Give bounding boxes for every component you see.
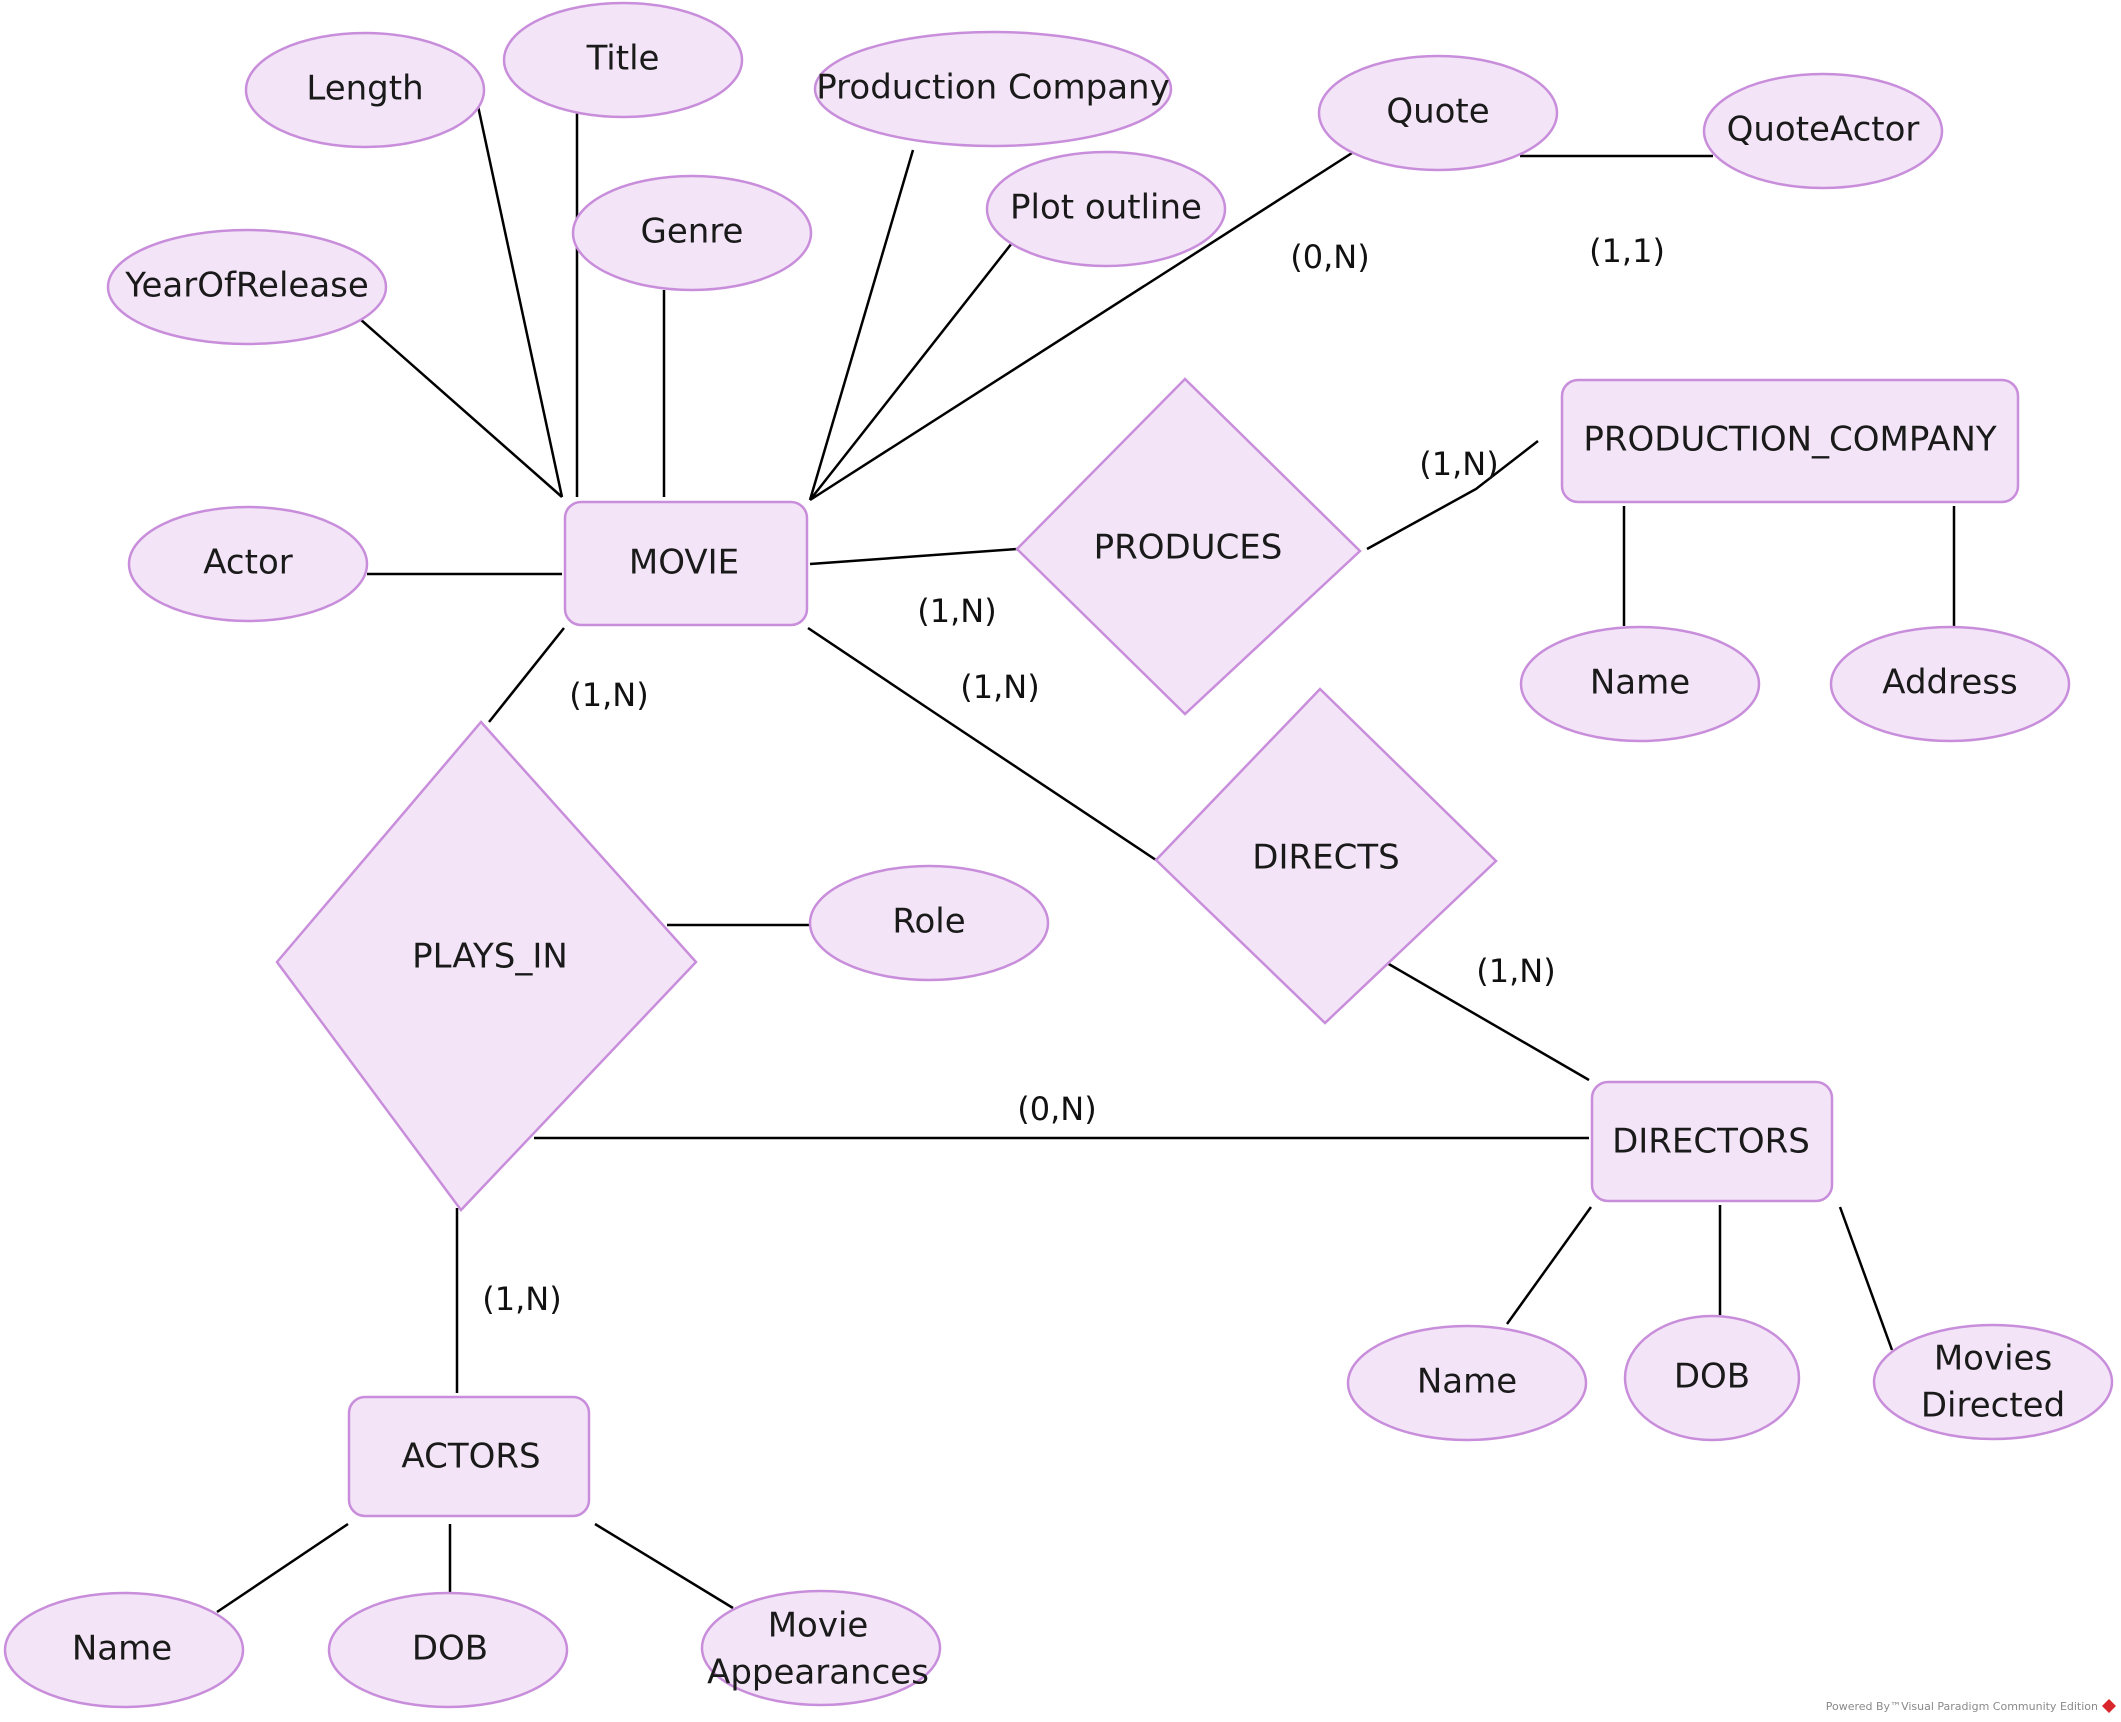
cardinality-plays-in-actor: (1,N) (482, 1280, 561, 1318)
relationship-plays-in-label: PLAYS_IN (412, 937, 568, 977)
line-produces-company (1366, 440, 1539, 551)
entity-directors-label: DIRECTORS (1612, 1122, 1810, 1162)
entity-actors: ACTORS (347, 1395, 591, 1518)
line-directors-movies (1838, 1206, 1894, 1351)
line-directs-directors (1386, 961, 1590, 1082)
attribute-production-company-label: Production Company (816, 68, 1169, 108)
entity-production-company-label: PRODUCTION_COMPANY (1583, 420, 1997, 460)
cardinality-directs-director: (1,N) (1476, 952, 1555, 990)
attribute-actor-label: Actor (203, 543, 292, 583)
attribute-genre-label: Genre (641, 212, 744, 252)
attribute-plot-outline-label: Plot outline (1010, 188, 1202, 228)
attribute-movies-directed-line1: Movies (1934, 1339, 2052, 1379)
cardinality-produces-movie: (1,N) (917, 592, 996, 630)
attribute-production-company: Production Company (813, 30, 1173, 148)
attribute-movies-directed-line2: Directed (1921, 1386, 2065, 1426)
line-length-movie (476, 105, 564, 498)
cardinality-quote: (0,N) (1290, 238, 1369, 276)
attribute-company-address: Address (1829, 625, 2071, 743)
attribute-actor-dob-label: DOB (412, 1629, 488, 1669)
attribute-director-dob: DOB (1623, 1314, 1801, 1442)
line-actors-appearances (594, 1522, 734, 1610)
entity-movie: MOVIE (563, 500, 809, 627)
attribute-year-of-release-label: YearOfRelease (124, 266, 369, 306)
attribute-actor: Actor (127, 505, 369, 623)
attribute-quote: Quote (1317, 54, 1559, 172)
watermark: Powered By™Visual Paradigm Community Edi… (1826, 1699, 2116, 1713)
attribute-director-name: Name (1346, 1324, 1588, 1442)
attribute-actor-name-label: Name (72, 1629, 172, 1669)
relationship-directs-label: DIRECTS (1252, 838, 1399, 878)
attribute-quote-actor: QuoteActor (1702, 72, 1944, 190)
attribute-company-address-label: Address (1882, 663, 2017, 703)
line-movie-directs (807, 626, 1157, 862)
cardinality-plays-in-movie: (1,N) (569, 676, 648, 714)
attribute-genre: Genre (571, 174, 813, 292)
line-plot-movie (809, 242, 1013, 501)
attribute-length: Length (244, 31, 486, 149)
line-directors-name (1505, 1206, 1593, 1325)
attribute-director-name-label: Name (1417, 1362, 1517, 1402)
attribute-year-of-release: YearOfRelease (106, 228, 388, 346)
relationship-produces: PRODUCES (1015, 377, 1362, 716)
entity-directors: DIRECTORS (1590, 1080, 1834, 1203)
cardinality-produces-company: (1,N) (1419, 445, 1498, 483)
entity-production-company: PRODUCTION_COMPANY (1560, 378, 2020, 504)
attribute-role: Role (808, 864, 1050, 982)
line-movie-playsin (488, 627, 565, 723)
line-year-movie (359, 318, 563, 498)
attribute-movie-appearances-line1: Movie (768, 1606, 869, 1646)
relationship-produces-label: PRODUCES (1094, 528, 1283, 568)
attribute-plot-outline: Plot outline (985, 150, 1227, 268)
line-quote-movie (809, 151, 1353, 502)
attribute-company-name: Name (1519, 625, 1761, 743)
attribute-actor-name: Name (3, 1591, 245, 1709)
line-movie-produces (809, 547, 1018, 566)
attribute-movie-appearances-line2: Appearances (707, 1653, 929, 1693)
attribute-title: Title (502, 1, 744, 119)
line-actors-name (216, 1522, 349, 1614)
entity-movie-label: MOVIE (629, 543, 739, 583)
relationship-directs: DIRECTS (1154, 687, 1498, 1025)
attribute-quote-actor-label: QuoteActor (1727, 110, 1920, 150)
attribute-length-label: Length (306, 69, 423, 109)
entity-actors-label: ACTORS (401, 1437, 540, 1477)
cardinality-quote-actor: (1,1) (1589, 232, 1665, 270)
attribute-actor-dob: DOB (327, 1591, 569, 1709)
attribute-movie-appearances: Movie Appearances (700, 1589, 942, 1707)
attribute-director-dob-label: DOB (1674, 1357, 1750, 1397)
connector-lines (216, 105, 1956, 1614)
visual-paradigm-logo-icon (2102, 1699, 2116, 1713)
attribute-company-name-label: Name (1590, 663, 1690, 703)
watermark-text: Powered By™Visual Paradigm Community Edi… (1826, 1700, 2098, 1713)
attribute-movies-directed: Movies Directed (1872, 1323, 2114, 1441)
line-prodco-movie (808, 149, 915, 501)
relationship-plays-in: PLAYS_IN (275, 720, 698, 1212)
cardinality-plays-in-director: (0,N) (1017, 1090, 1096, 1128)
attribute-title-label: Title (586, 39, 660, 79)
cardinality-labels: (0,N) (1,1) (1,N) (1,N) (1,N) (1,N) (1,N… (482, 232, 1665, 1318)
cardinality-directs-movie: (1,N) (960, 668, 1039, 706)
attribute-role-label: Role (892, 902, 965, 942)
attribute-quote-label: Quote (1386, 92, 1489, 132)
